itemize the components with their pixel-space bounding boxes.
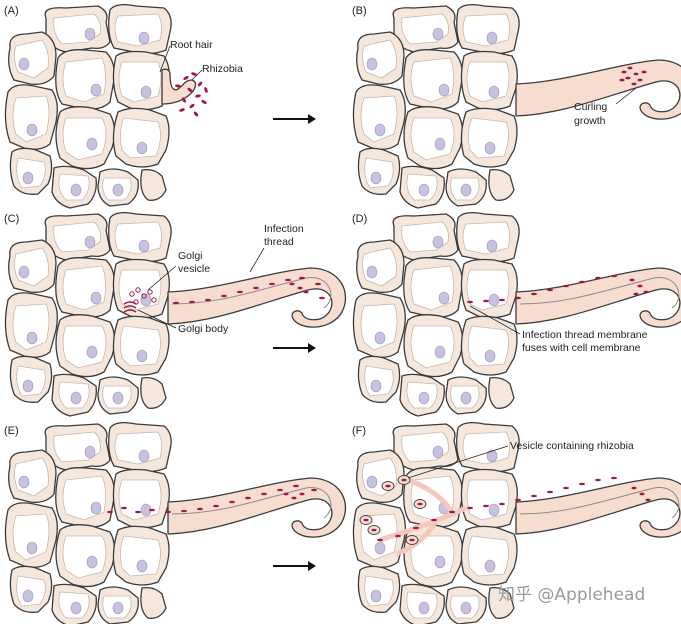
rhizobia-cluster-a [175,72,208,117]
panel-b: (B) Curling growth [352,4,681,209]
plant-cell-cluster-b [352,4,681,209]
vesicle-rhizobia-leader [407,445,509,479]
root-hair-leader [159,45,171,73]
panel-e: (E) [4,422,347,624]
root-hair-c [167,267,347,328]
rhizobia-in-thread-c [173,276,325,305]
root-hair-e [167,477,347,538]
golgi-vesicle-label-line1: Golgi [178,250,203,262]
right-arrow-icon [273,114,316,124]
root-hair-f [515,477,681,538]
golgi-vesicle-label-line2: vesicle [178,263,210,275]
panel-c: (C) [4,212,347,417]
curling-growth-leader [615,87,637,105]
fuses-label-line2: fuses with cell membrane [522,342,641,354]
panel-f: (F) [352,422,681,624]
panel-e-letter: (E) [4,425,19,437]
curling-growth-label-line1: Curling [574,101,607,113]
fuses-leader [469,305,521,335]
rhizobia-leader [191,69,203,81]
rhizobia-label: Rhizobia [202,63,243,75]
panel-b-letter: (B) [352,5,367,17]
plant-cell-cluster-c [4,212,347,417]
panel-a: (A) Root hair Rhizobia [4,4,243,209]
rhizobia-in-thread-d [467,274,649,304]
root-hair-label: Root hair [170,39,213,51]
golgi-vesicle-leader [147,265,177,291]
watermark: 知乎 @Applehead [498,585,645,605]
right-arrow-icon [273,343,316,353]
vesicle-rhizobia-label: Vesicle containing rhizobia [510,440,634,452]
plant-cell-cluster-a [4,4,197,209]
vesicles-containing-rhizobia-f [359,475,427,545]
panel-f-letter: (F) [352,425,366,437]
fuses-label-line1: Infection thread membrane [522,329,648,341]
curling-growth-label-line2: growth [574,115,606,127]
panel-d-letter: (D) [352,213,367,225]
panel-c-letter: (C) [4,213,19,225]
plant-cell-cluster-d [352,212,681,417]
infection-thread-leader [249,247,265,273]
panel-d: (D) Infection thread membrane fuses with… [352,212,681,417]
golgi-body-label: Golgi body [178,323,229,335]
rhizobia-cluster-b [619,66,647,86]
golgi-body-c [123,301,137,313]
rhizobia-in-thread-e [107,484,317,514]
right-arrow-icon [273,561,316,571]
golgi-vesicles-c [129,287,157,305]
rhizobia-in-thread-f [377,476,651,542]
golgi-body-leader [137,309,177,329]
plant-cell-cluster-e [4,422,347,624]
panel-a-letter: (A) [4,5,19,17]
infection-thread-label-line2: thread [264,236,294,248]
infection-thread-label-line1: Infection [264,223,304,235]
